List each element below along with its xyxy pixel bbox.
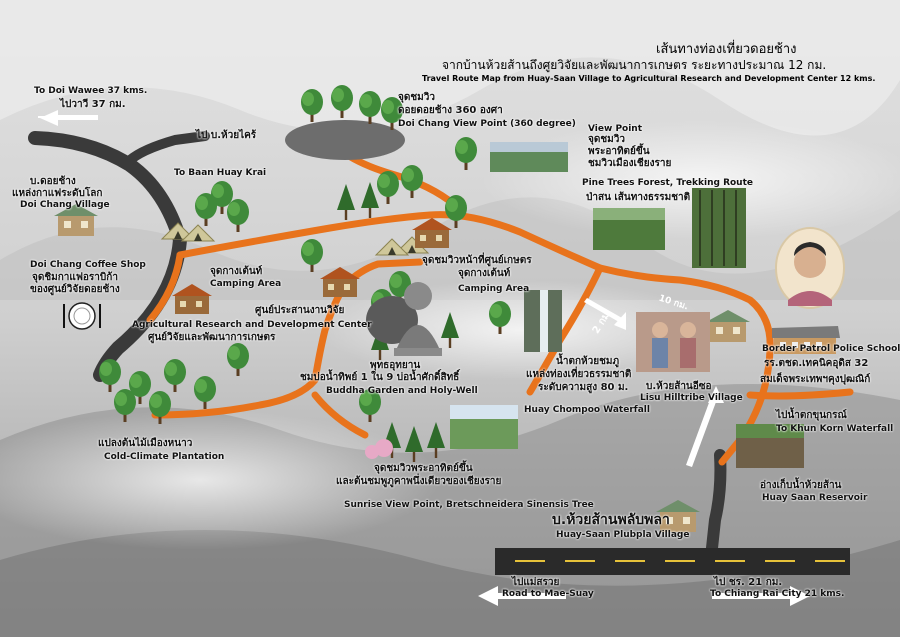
buddha-label-th2: ชมบ่อน้ำทิพย์ 1 ใน 9 บ่อน้ำศักดิ์สิทธิ์ (300, 372, 460, 383)
khun-korn-label-en: To Khun Korn Waterfall (776, 424, 894, 434)
viewpoint-label-th1: จุดชมวิว (588, 134, 625, 145)
mae-suay-label-th: ไปแม่สรวย (512, 577, 560, 588)
title-english: Travel Route Map from Huay-Saan Village … (422, 74, 876, 83)
plantation-label-th: แปลงต้นไม้เมืองหนาว (98, 438, 193, 449)
coffee-plate-icon (63, 302, 101, 330)
tree-clusters (99, 85, 511, 462)
camping1-label-en: Camping Area (210, 279, 282, 289)
camping2-label-en: Camping Area (458, 284, 530, 294)
doi-wawee-label-en: To Doi Wawee 37 kms. (34, 86, 148, 96)
waterfall-label-th2: แหล่งท่องเที่ยวธรรมชาติ (526, 369, 632, 380)
doi-chang-village-en: Doi Chang Village (20, 200, 110, 210)
waterfall-label-th1: น้ำตกห้วยชมภู (556, 356, 620, 367)
viewpoint-label-th2: พระอาทิตย์ขึ้น (588, 146, 650, 157)
viewpoint360-label-th1: จุดชมวิว (398, 92, 435, 103)
ardc-label-th2: ศูนย์วิจัยและพัฒนาการเกษตร (148, 332, 276, 343)
doi-chang-village-th1: บ.ดอยช้าง (30, 176, 76, 187)
police-school-label-th2: สมเด็จพระเทพฯคุงปุฒณิก์ (760, 374, 871, 385)
viewpoint360-label-en: Doi Chang View Point (360 degree) (398, 119, 576, 129)
photo-insets (365, 142, 845, 468)
sunrise-label-th2: และต้นชมพูภูคาพนึ่งเดียวของเชียงราย (336, 476, 502, 487)
pine-forest-label-th: ป่าสน เส้นทางธรรมชาติ (586, 192, 691, 203)
coffee-shop-label-en: Doi Chang Coffee Shop (30, 260, 146, 270)
police-school-label-th1: รร.ตชด.เทคนิคอุดิส 32 (764, 358, 869, 369)
title-thai-line2: จากบ้านห้วยส้านถึงศูยวิจัยและพัฒนาการเกษ… (442, 58, 827, 72)
title-thai-line1: เส้นทางท่องเที่ยวดอยช้าง (656, 42, 797, 57)
buildings (54, 204, 840, 532)
reservoir-label-th: อ่างเก็บน้ำห้วยส้าน (760, 480, 842, 491)
ardc-label-en: Agricultural Research and Development Ce… (132, 320, 372, 330)
lisu-label-th: บ.ห้วยส้านอีซอ (646, 381, 712, 392)
camping2-label-th2: จุดกางเต้นท์ (458, 268, 511, 279)
baan-huay-krai-label-th: ไป บ.ห้วยไคร้ (196, 130, 257, 141)
ardc-label-th1: ศูนย์ประสานงานวิจัย (255, 305, 345, 316)
sunrise-label-th1: จุดชมวิวพระอาทิตย์ขึ้น (374, 463, 473, 474)
direction-arrows (38, 110, 810, 606)
doi-chang-village-th2: แหล่งกาแฟระดับโลก (12, 188, 103, 199)
pine-forest-label-en: Pine Trees Forest, Trekking Route (582, 178, 753, 188)
baan-huay-krai-label-en: To Baan Huay Krai (174, 168, 267, 178)
doi-wawee-label-th: ไปวาวี 37 กม. (60, 99, 126, 110)
waterfall-label-en: Huay Chompoo Waterfall (524, 405, 650, 415)
plubpla-label-th: บ.ห้วยส้านพลับพลา (552, 512, 670, 528)
camping2-label-th1: จุดชมวิวหน้าที่ศูนย์เกษตร (422, 255, 532, 266)
lisu-label-en: Lisu Hilltribe Village (640, 393, 743, 403)
police-school-label-en: Border Patrol Police School (762, 344, 900, 354)
khun-korn-label-th: ไปน้ำตกขุนกรณ์ (776, 410, 847, 421)
sunrise-label-en: Sunrise View Point, Bretschneidera Sinen… (344, 500, 594, 510)
buddha-label-en: Buddha Garden and Holy-Well (326, 386, 478, 396)
coffee-shop-label-th2: ของศูนย์วิจัยดอยช้าง (30, 284, 120, 295)
chiang-rai-label-th: ไป ชร. 21 กม. (714, 577, 783, 588)
coffee-shop-label-th1: จุดชิมกาแฟอราบิก้า (32, 272, 118, 283)
plantation-label-en: Cold-Climate Plantation (104, 452, 225, 462)
chiang-rai-label-en: To Chiang Rai City 21 kms. (710, 589, 845, 599)
viewpoint360-label-th2: ดอยดอยช้าง 360 องศา (398, 105, 503, 116)
viewpoint-label-en: View Point (588, 124, 643, 134)
viewpoint-label-th3: ชมวิวเมืองเชียงราย (588, 158, 672, 169)
plubpla-label-en: Huay-Saan Plubpla Village (556, 530, 690, 540)
camping1-label-th: จุดกางเต้นท์ (210, 266, 263, 277)
mae-suay-label-en: Road to Mae-Suay (502, 589, 594, 599)
buddha-label-th1: พุทธอุทยาน (370, 360, 421, 371)
waterfall-label-th3: ระดับความสูง 80 ม. (538, 382, 629, 393)
reservoir-label-en: Huay Saan Reservoir (762, 493, 868, 503)
